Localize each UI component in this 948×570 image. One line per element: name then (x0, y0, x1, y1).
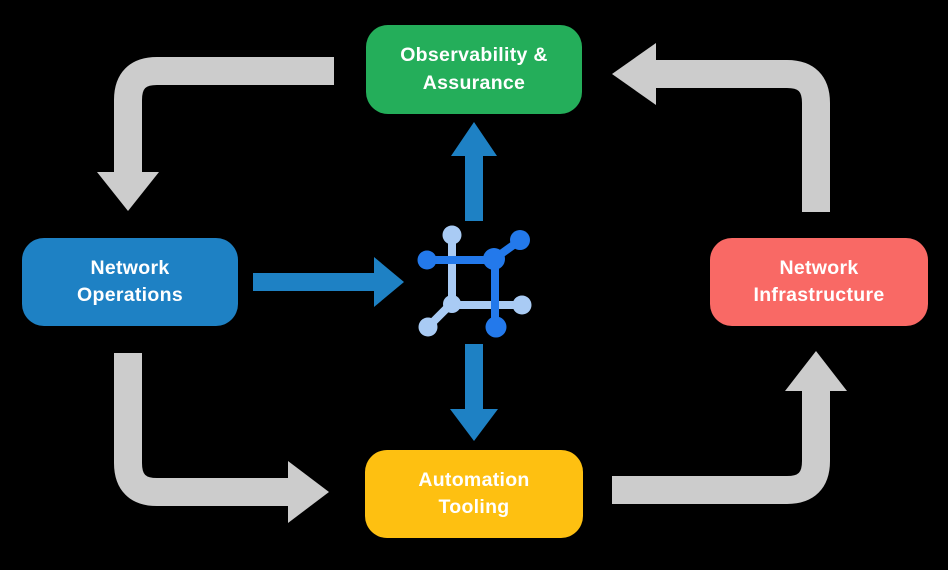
arrow-shaft (114, 57, 334, 173)
arrow-operations-to-automation (114, 353, 329, 523)
node-observability-assurance: Observability & Assurance (366, 25, 582, 114)
arrow-shaft (114, 353, 288, 506)
node-network-infrastructure: Network Infrastructure (710, 238, 928, 326)
arrow-head (450, 409, 498, 441)
arrow-shaft (656, 60, 830, 212)
arrow-head (451, 122, 497, 156)
arrow-head (288, 461, 329, 523)
node-network-operations: Network Operations (22, 238, 238, 326)
node-label: Network Operations (77, 256, 183, 306)
node-label: Automation Tooling (418, 468, 530, 518)
arrow-head (97, 172, 159, 211)
node-label: Observability & Assurance (400, 44, 548, 94)
arrow-automation-to-infrastructure (612, 351, 847, 504)
arrow-center-to-observability (451, 122, 497, 221)
arrow-infrastructure-to-observability (612, 43, 830, 212)
arrow-operations-to-center (253, 257, 404, 307)
arrow-observability-to-operations (97, 57, 334, 211)
network-mesh-icon (417, 225, 532, 338)
arrow-head (374, 257, 404, 307)
arrow-head (785, 351, 847, 391)
node-automation-tooling: Automation Tooling (365, 450, 583, 538)
arrow-head (612, 43, 656, 105)
arrow-center-to-automation (450, 344, 498, 441)
node-label: Network Infrastructure (753, 256, 885, 306)
arrow-shaft (612, 391, 830, 504)
